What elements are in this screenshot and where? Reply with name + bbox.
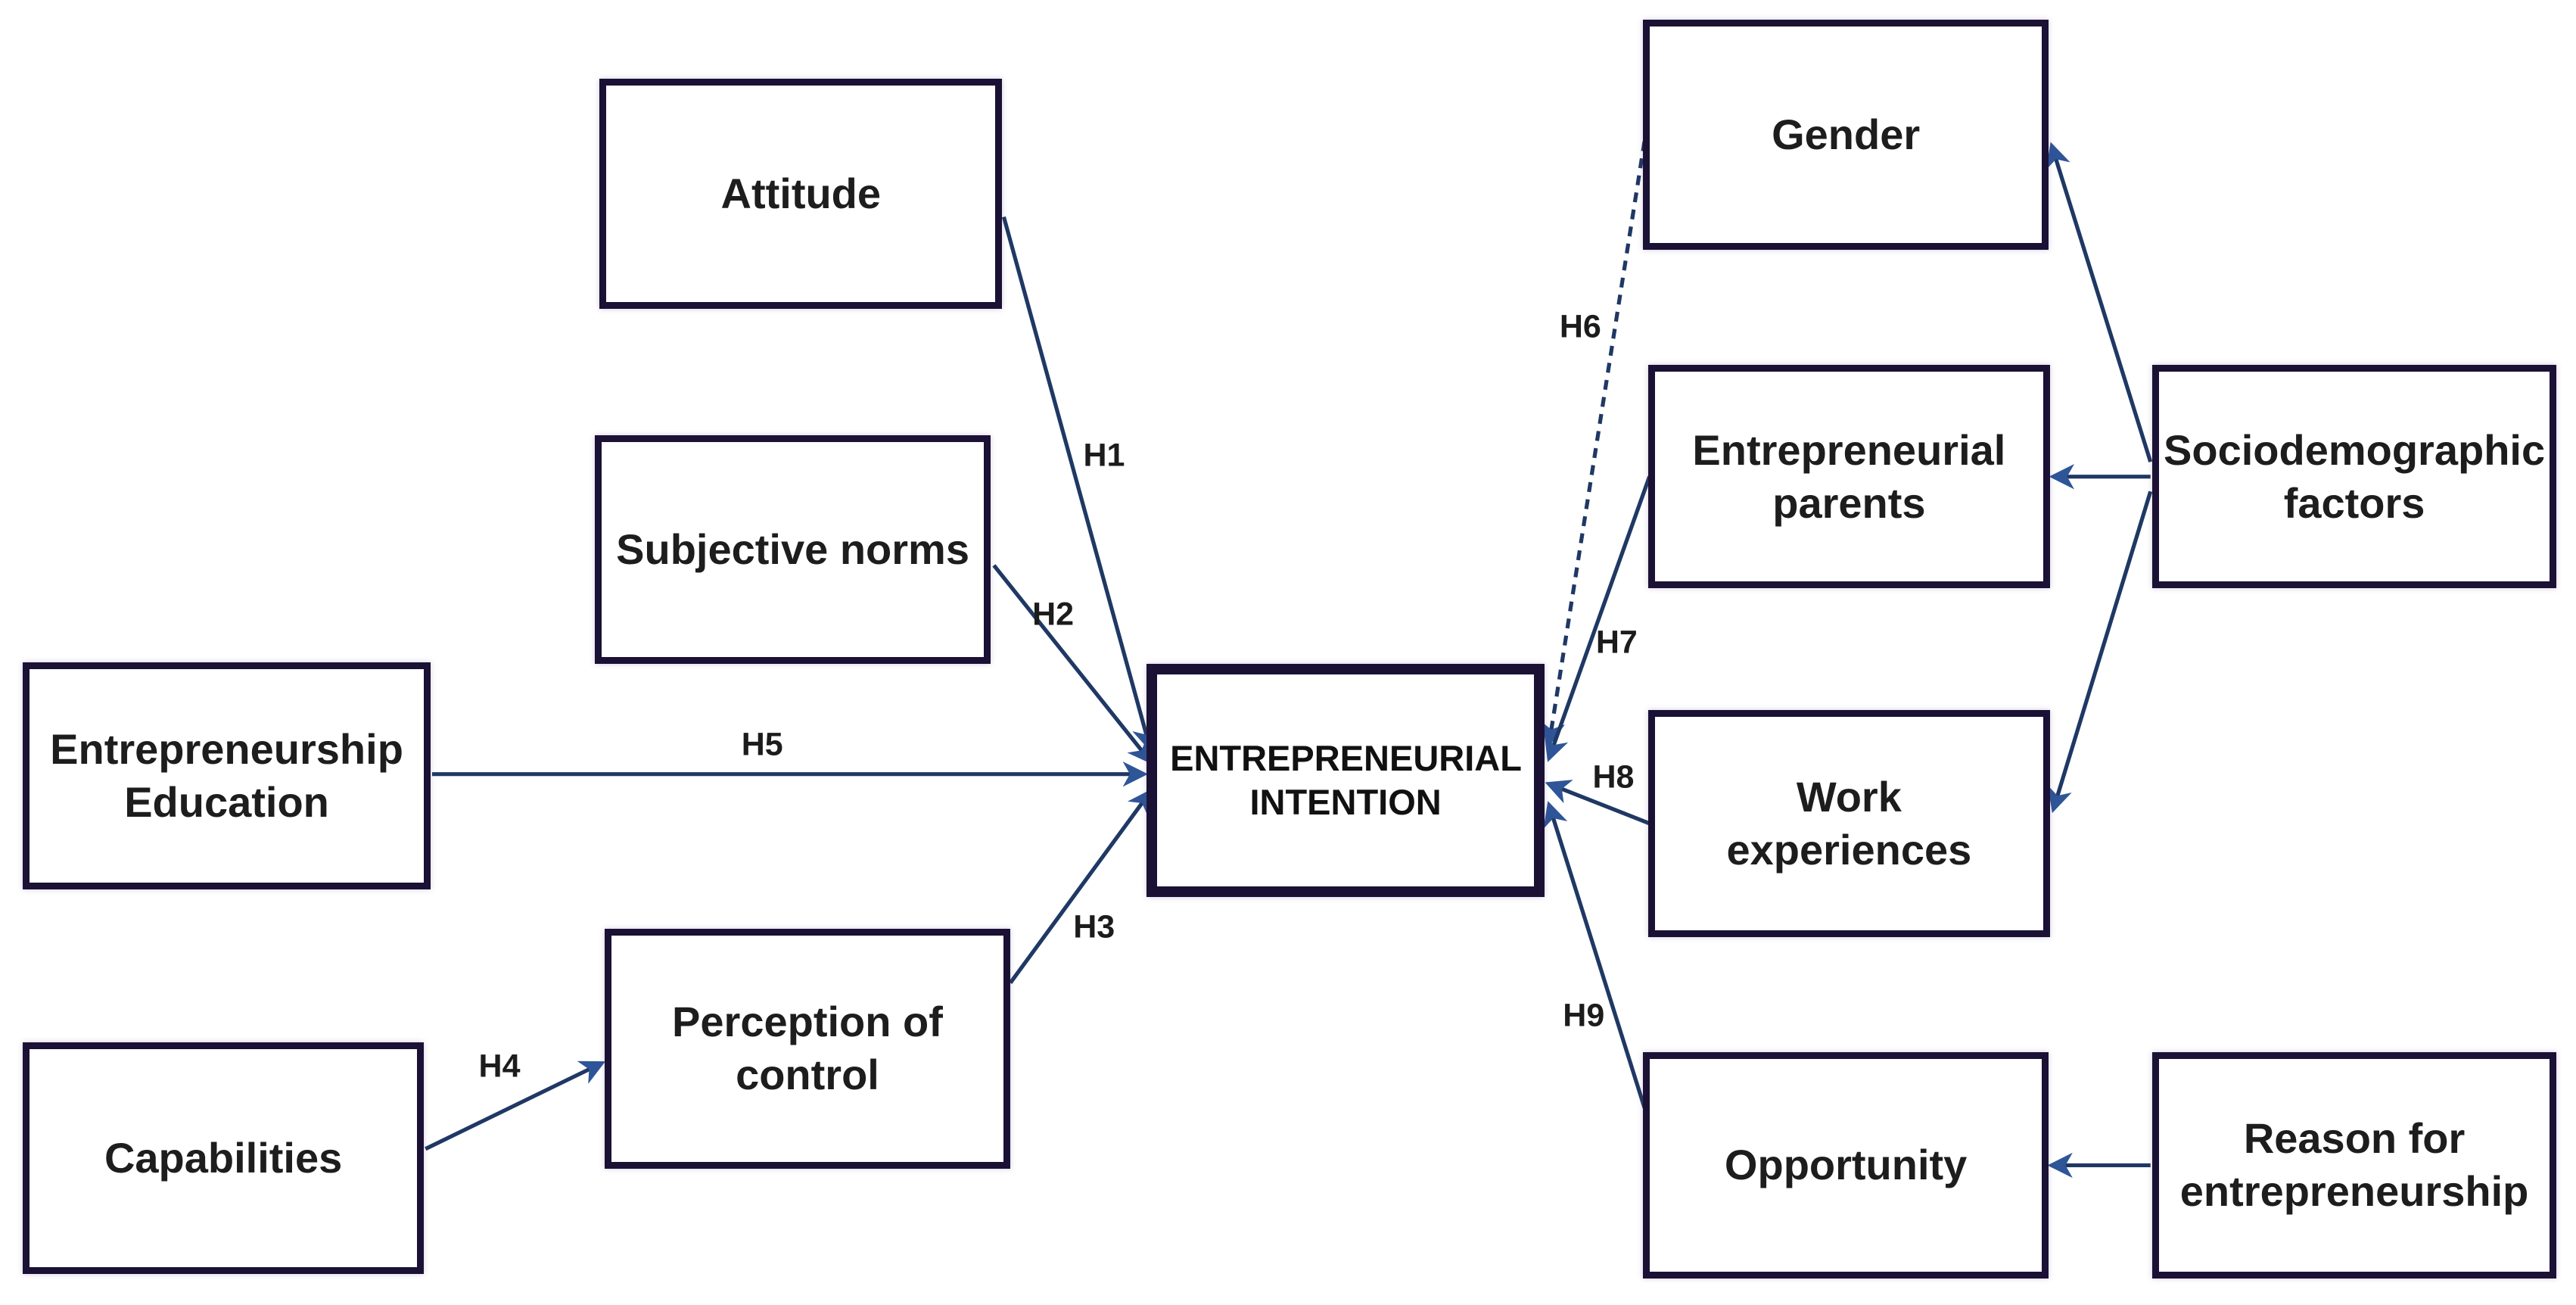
node-opportunity: Opportunity	[1643, 1051, 2049, 1279]
node-label-perception-of-control: Perception of control	[672, 998, 943, 1099]
node-label-sociodemographic-factors: Sociodemographic factors	[2164, 425, 2546, 527]
node-entrepreneurship-education: Entrepreneurship Education	[23, 662, 431, 889]
node-attitude: Attitude	[599, 79, 1003, 310]
edge-h3-line	[1009, 788, 1153, 984]
edge-h2-line	[992, 564, 1153, 765]
node-reason-for-entrepreneurship: Reason for entrepreneurship	[2152, 1051, 2557, 1279]
edge-label-h4: H4	[478, 1048, 521, 1085]
edge-h9-line	[1543, 801, 1647, 1109]
node-label-opportunity: Opportunity	[1724, 1141, 1968, 1189]
node-subjective-norms: Subjective norms	[594, 435, 991, 665]
edge-label-h9: H9	[1563, 997, 1605, 1034]
edge-label-h3: H3	[1073, 908, 1115, 945]
edge-sd-gender-line	[2046, 142, 2153, 463]
node-label-entrepreneurship-education: Entrepreneurship Education	[50, 724, 403, 826]
edge-label-h5: H5	[741, 726, 783, 763]
edge-h7-line	[1544, 475, 1652, 762]
edge-sd-work-line	[2047, 491, 2153, 814]
node-perception-of-control: Perception of control	[604, 928, 1011, 1169]
node-label-reason-for-entrepreneurship: Reason for entrepreneurship	[2179, 1114, 2529, 1216]
edge-label-h6: H6	[1559, 308, 1601, 345]
node-entrepreneurial-parents: Entrepreneurial parents	[1647, 365, 2051, 589]
node-entrepreneurial-intention: ENTREPRENEURIAL INTENTION	[1146, 664, 1545, 898]
node-label-entrepreneurial-parents: Entrepreneurial parents	[1692, 425, 2006, 527]
node-work-experiences: Work experiences	[1647, 710, 2051, 937]
node-capabilities: Capabilities	[23, 1042, 424, 1274]
node-label-gender: Gender	[1772, 111, 1921, 158]
node-label-capabilities: Capabilities	[104, 1133, 343, 1182]
edge-label-h2: H2	[1032, 596, 1075, 633]
node-label-work-experiences: Work experiences	[1726, 772, 1972, 874]
edge-label-h1: H1	[1083, 437, 1125, 473]
node-label-subjective-norms: Subjective norms	[616, 525, 969, 574]
node-label-attitude: Attitude	[720, 170, 882, 218]
node-label-entrepreneurial-intention: ENTREPRENEURIAL INTENTION	[1170, 737, 1522, 823]
node-gender: Gender	[1643, 20, 2049, 250]
node-sociodemographic-factors: Sociodemographic factors	[2152, 365, 2557, 589]
edge-h1-line	[1001, 216, 1157, 752]
edge-label-h7: H7	[1595, 624, 1638, 661]
edge-label-h8: H8	[1592, 758, 1635, 796]
